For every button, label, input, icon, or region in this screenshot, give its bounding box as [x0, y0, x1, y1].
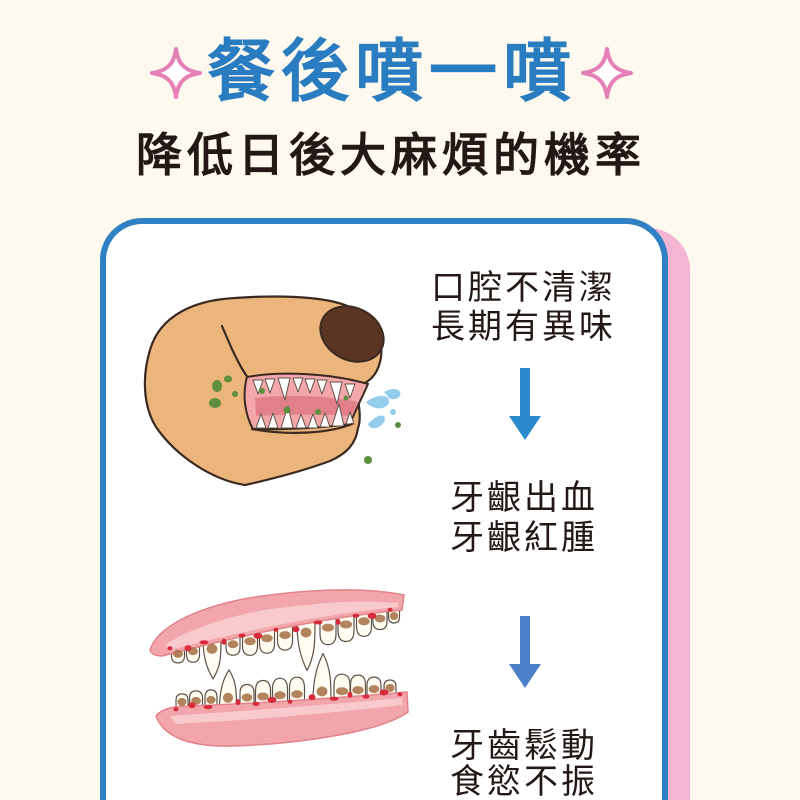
- tartar-stain: [279, 631, 291, 640]
- plaque-spots: [209, 375, 401, 464]
- blood-spot: [221, 638, 227, 645]
- tartar-stain: [206, 695, 216, 704]
- tartar-stain: [241, 693, 253, 702]
- step-3: 牙齒鬆動 食慾不振: [450, 728, 598, 800]
- dog-mouth: [243, 372, 370, 434]
- page-title: 餐後噴一噴: [207, 33, 578, 112]
- blood-spot: [352, 613, 360, 618]
- tartar-stain: [339, 620, 353, 629]
- blood-spot: [362, 694, 370, 699]
- tartar-stain: [206, 643, 218, 654]
- blood-spot: [397, 692, 403, 697]
- dog-upper-teeth: [252, 377, 356, 405]
- blood-spot: [379, 689, 389, 696]
- tartar-stain: [389, 612, 399, 620]
- blood-spot: [188, 702, 196, 709]
- blood-spot: [367, 612, 377, 619]
- blood-spot: [308, 694, 316, 701]
- tartar-stain: [227, 640, 239, 649]
- tartar-stain: [368, 685, 380, 694]
- step-line: 牙齒鬆動: [450, 726, 598, 766]
- blood-spot: [252, 701, 260, 706]
- blood-spot: [292, 626, 300, 633]
- page-subtitle: 降低日後大麻煩的機率: [136, 128, 646, 182]
- blood-spot: [203, 705, 213, 710]
- blood-spot: [238, 633, 246, 638]
- blood-spot: [329, 696, 339, 701]
- step-2: 牙齦出血 牙齦紅腫: [450, 478, 598, 558]
- sparkle-icon: [581, 47, 633, 99]
- arrow-down-icon: [509, 368, 541, 440]
- dog-lower-teeth: [255, 403, 355, 429]
- gum-disease-teeth-illustration: [149, 589, 409, 747]
- tartar-stain: [274, 691, 286, 700]
- breath-droplets: [366, 389, 401, 429]
- tartar-stain: [358, 617, 370, 626]
- tartar-stain: [261, 634, 273, 643]
- blood-spot: [184, 645, 192, 652]
- blood-spot: [167, 646, 173, 651]
- tartar-stain: [335, 687, 349, 696]
- dog-nose: [319, 305, 385, 363]
- blood-spot: [387, 607, 393, 612]
- step-line: 牙齦出血: [450, 478, 598, 518]
- tartar-stain: [321, 623, 335, 632]
- tartar-stain: [316, 686, 328, 697]
- tartar-stain: [374, 614, 386, 623]
- blood-spot: [267, 696, 277, 703]
- blood-spot: [313, 620, 323, 625]
- sparkle-icon: [150, 47, 202, 99]
- arrow-down-icon: [509, 616, 541, 688]
- step-line: 長期有異味: [431, 307, 616, 347]
- dog-bad-breath-illustration: [143, 295, 401, 487]
- tartar-stain: [291, 690, 303, 699]
- blood-spot: [173, 707, 179, 712]
- tartar-stain: [385, 684, 395, 692]
- tartar-stain: [173, 649, 183, 658]
- tartar-stain: [300, 627, 312, 638]
- blood-spot: [235, 699, 241, 706]
- step-1: 口腔不清潔 長期有異味: [431, 269, 616, 347]
- upper-gum: [149, 589, 405, 657]
- blood-spot: [347, 691, 353, 698]
- tartar-stain: [257, 692, 269, 701]
- blood-spot: [253, 632, 263, 639]
- step-line: 口腔不清潔: [431, 268, 616, 308]
- blood-spot: [335, 618, 341, 625]
- tartar-stain: [222, 692, 234, 703]
- bleeding-spots: [167, 607, 403, 712]
- blood-spot: [273, 627, 279, 632]
- blood-spot: [287, 699, 293, 704]
- tartar-stain: [177, 697, 187, 706]
- tartar-stain: [352, 686, 364, 695]
- step-line: 牙齦紅腫: [450, 518, 598, 558]
- step-line: 食慾不振: [450, 762, 598, 800]
- blood-spot: [199, 640, 209, 645]
- tartar-stain: [244, 637, 256, 646]
